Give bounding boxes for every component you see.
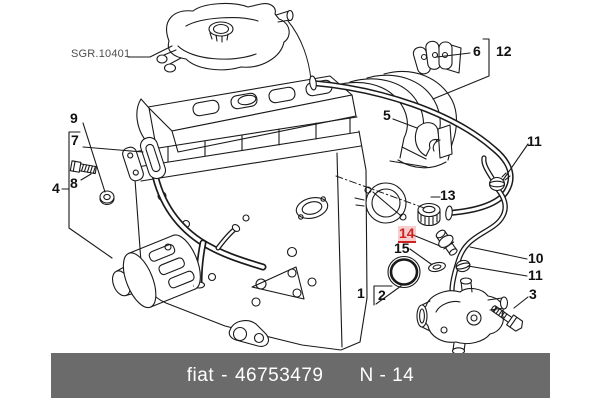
callout-5[interactable]: 5 — [383, 107, 391, 123]
callout-12[interactable]: 12 — [496, 43, 512, 59]
water-pipe-drawing — [149, 161, 267, 289]
grommet-9-drawing — [99, 190, 115, 206]
bolt-8-drawing — [69, 160, 97, 175]
gasket-7-drawing — [122, 136, 167, 182]
page-ref: N - 14 — [359, 364, 415, 386]
clamp-11-upper-drawing — [488, 172, 511, 192]
hose-12-drawing — [309, 75, 514, 221]
callout-6[interactable]: 6 — [473, 43, 481, 59]
thermostat-1-drawing — [416, 277, 509, 355]
footer-bar: fiat - 46753479 N - 14 — [51, 353, 550, 398]
callout-15[interactable]: 15 — [394, 240, 410, 256]
reference-label[interactable]: SGR.10401 — [71, 48, 131, 60]
expansion-tank-drawing — [156, 2, 312, 81]
callout-7[interactable]: 7 — [71, 132, 79, 148]
callout-4[interactable]: 4 — [52, 180, 60, 196]
callout-13[interactable]: 13 — [440, 187, 456, 203]
callout-11-lower[interactable]: 11 — [528, 267, 543, 283]
brand-text: fiat — [186, 364, 215, 386]
part-number: 46753479 — [234, 364, 324, 386]
clip-5-drawing — [414, 122, 453, 159]
callout-14-highlighted[interactable]: 14 — [398, 225, 416, 243]
bolt-3-drawing — [491, 305, 524, 332]
callout-10[interactable]: 10 — [528, 250, 544, 266]
hose-10-drawing — [449, 155, 508, 293]
leader-lines — [61, 38, 529, 309]
footer-separator: - — [221, 364, 228, 386]
washer-15-drawing — [428, 261, 446, 273]
oil-filter-drawing — [111, 234, 201, 309]
callout-11-upper[interactable]: 11 — [527, 133, 542, 149]
oring-2-drawing — [387, 255, 421, 289]
callout-1[interactable]: 1 — [357, 285, 365, 301]
callout-3[interactable]: 3 — [529, 286, 537, 302]
cap-13-drawing — [417, 202, 441, 227]
bracket-drawing — [251, 266, 305, 300]
engine-drawing — [132, 70, 458, 351]
callout-8[interactable]: 8 — [70, 175, 78, 191]
sensor-14-drawing — [435, 229, 458, 256]
callout-2[interactable]: 2 — [378, 287, 386, 303]
mount-drawing — [228, 320, 269, 347]
callout-9[interactable]: 9 — [70, 110, 78, 126]
clamp-11-lower-drawing — [455, 259, 471, 273]
bracket-6-drawing — [412, 40, 462, 75]
